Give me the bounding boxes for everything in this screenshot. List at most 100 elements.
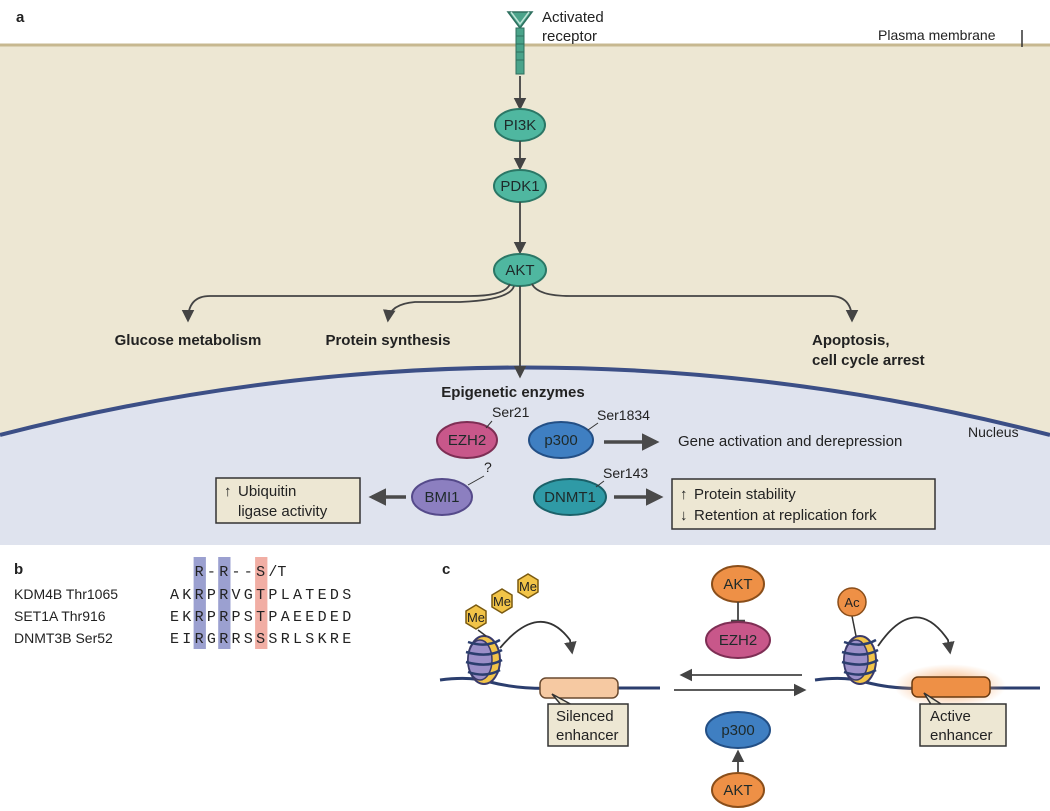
- motif-char: -: [244, 564, 253, 581]
- sequence-residue: D: [318, 609, 327, 626]
- sequence-residue: E: [170, 631, 179, 648]
- stability-down-arrow: ↓: [680, 507, 688, 524]
- sequence-residue: G: [207, 631, 216, 648]
- sequence-residue: A: [281, 609, 290, 626]
- sequence-residue: S: [244, 631, 253, 648]
- stability-up-arrow: ↑: [680, 486, 688, 503]
- sequence-residue: S: [244, 609, 253, 626]
- sequence-residue: L: [281, 587, 290, 604]
- sequence-residue: P: [268, 609, 277, 626]
- sequence-residue: E: [342, 631, 351, 648]
- panel-a-label: a: [16, 9, 25, 26]
- panel-c-label: c: [442, 561, 450, 578]
- motif-char: -: [232, 564, 241, 581]
- sequence-residue: R: [219, 609, 228, 626]
- stability-line-2: Retention at replication fork: [694, 507, 877, 524]
- ac-marker: [837, 587, 867, 617]
- sequence-residue: I: [182, 631, 191, 648]
- loop-left: [499, 621, 577, 655]
- motif-char: R: [219, 564, 228, 581]
- ezh2-label: EZH2: [448, 432, 486, 449]
- ubiquitin-up-arrow: ↑: [224, 483, 232, 500]
- p300-site-pointer: [587, 422, 599, 431]
- sequence-residue: A: [293, 587, 302, 604]
- bmi1-node: [411, 478, 473, 516]
- nucleosome-left: [465, 635, 503, 685]
- sequence-residue: S: [305, 631, 314, 648]
- bmi1-site-pointer: [467, 475, 485, 486]
- epigenetic-enzymes-label: Epigenetic enzymes: [441, 384, 584, 401]
- akt-top-label: AKT: [723, 576, 752, 593]
- ubiquitin-box: [215, 477, 361, 524]
- sequence-residue: V: [232, 587, 241, 604]
- sequence-residue: T: [256, 587, 265, 604]
- bmi1-label: BMI1: [424, 489, 459, 506]
- akt-bottom-node: [711, 772, 765, 808]
- p300-c-label: p300: [721, 722, 754, 739]
- ezh2-site-label: Ser21: [492, 404, 530, 420]
- ezh2-node: [436, 421, 498, 459]
- gene-activation-label: Gene activation and derepression: [678, 433, 902, 450]
- sequence-residue: S: [342, 587, 351, 604]
- receptor-label-2: receptor: [542, 28, 597, 45]
- ubiquitin-line-2: ligase activity: [238, 503, 328, 520]
- sequence-residue: S: [268, 631, 277, 648]
- dnmt1-site-label: Ser143: [603, 465, 648, 481]
- sequence-residue: R: [195, 587, 204, 604]
- active-enhancer-box: [919, 703, 1007, 747]
- sequence-residue: S: [256, 631, 265, 648]
- sequence-residue: D: [330, 587, 339, 604]
- motif-char: S: [256, 564, 265, 581]
- loop-right: [877, 616, 955, 655]
- sequence-residue: E: [293, 609, 302, 626]
- stability-line-1: Protein stability: [694, 486, 796, 503]
- stability-box: [671, 478, 936, 530]
- sequence-residue: A: [170, 587, 179, 604]
- ezh2-c-label: EZH2: [719, 632, 757, 649]
- nucleosome-right: [841, 635, 879, 685]
- nucleus-label: Nucleus: [968, 424, 1019, 440]
- plasma-membrane-label: Plasma membrane: [878, 27, 996, 43]
- p300-label: p300: [544, 432, 577, 449]
- motif-highlight-r: [218, 557, 231, 649]
- silenced-enhancer-bar: [539, 677, 619, 699]
- sequence-residue: E: [305, 609, 314, 626]
- sequence-residue: E: [170, 609, 179, 626]
- dnmt1-node: [533, 478, 607, 516]
- receptor-label-1: Activated: [542, 9, 604, 26]
- ezh2-c-node: [705, 621, 771, 659]
- active-label-2: enhancer: [930, 727, 993, 744]
- me-label-3: Me: [519, 579, 537, 594]
- p300-c-node: [705, 711, 771, 749]
- sequence-residue: R: [195, 609, 204, 626]
- sequence-residue: K: [182, 587, 191, 604]
- motif-char: -: [207, 564, 216, 581]
- apoptosis-label-1: Apoptosis,: [812, 332, 890, 349]
- me-label-2: Me: [493, 594, 511, 609]
- sequence-residue: D: [342, 609, 351, 626]
- arrow-akt-apoptosis: [531, 283, 859, 323]
- activated-receptor-icon: [506, 11, 534, 75]
- sequence-residue: R: [330, 631, 339, 648]
- p300-site-label: Ser1834: [597, 407, 650, 423]
- sequence-residue: P: [207, 609, 216, 626]
- sequence-residue: R: [195, 631, 204, 648]
- pi3k-label: PI3K: [504, 117, 537, 134]
- active-label-1: Active: [930, 708, 971, 725]
- motif-char: /T: [268, 564, 286, 581]
- akt-bottom-label: AKT: [723, 782, 752, 799]
- sequence-residue: P: [232, 609, 241, 626]
- sequence-residue: P: [207, 587, 216, 604]
- glucose-metabolism-label: Glucose metabolism: [115, 332, 262, 349]
- pdk1-label: PDK1: [500, 178, 539, 195]
- sequence-residue: G: [244, 587, 253, 604]
- sequence-label: DNMT3B Ser52: [14, 630, 113, 646]
- sequence-residue: K: [182, 609, 191, 626]
- motif-highlight-r: [193, 557, 206, 649]
- active-enhancer-bar: [911, 676, 991, 698]
- sequence-residue: P: [268, 587, 277, 604]
- sequence-residue: E: [318, 587, 327, 604]
- apoptosis-label-2: cell cycle arrest: [812, 352, 925, 369]
